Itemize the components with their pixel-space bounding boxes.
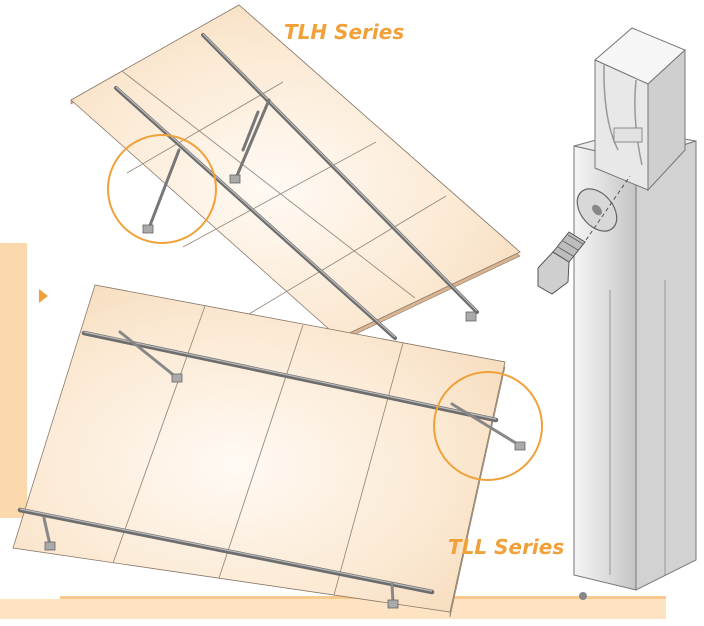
tll-detail-circle [433, 371, 543, 481]
play-triangle-icon [39, 289, 48, 303]
tll-panel-seams [112, 305, 404, 596]
tll-series-label: TLL Series [448, 535, 565, 559]
post-side-face [635, 140, 697, 591]
tlh-legs [147, 98, 271, 230]
tll-legs [42, 330, 521, 605]
tll-rails [17, 330, 499, 595]
tlh-rails [114, 33, 479, 340]
alignment-line [585, 175, 631, 241]
bolt [537, 231, 586, 295]
tlh-panel-seams [121, 70, 447, 321]
tlh-panel-surface [70, 4, 521, 339]
post-detail [537, 27, 697, 600]
tll-array [12, 284, 543, 618]
tlh-series-label: TLH Series [284, 20, 405, 44]
bottom-accent-bar [0, 599, 666, 619]
side-accent-bar [0, 243, 27, 518]
tlh-detail-circle [107, 134, 217, 244]
tll-panel-surface [12, 284, 506, 613]
tlh-array [70, 4, 521, 343]
